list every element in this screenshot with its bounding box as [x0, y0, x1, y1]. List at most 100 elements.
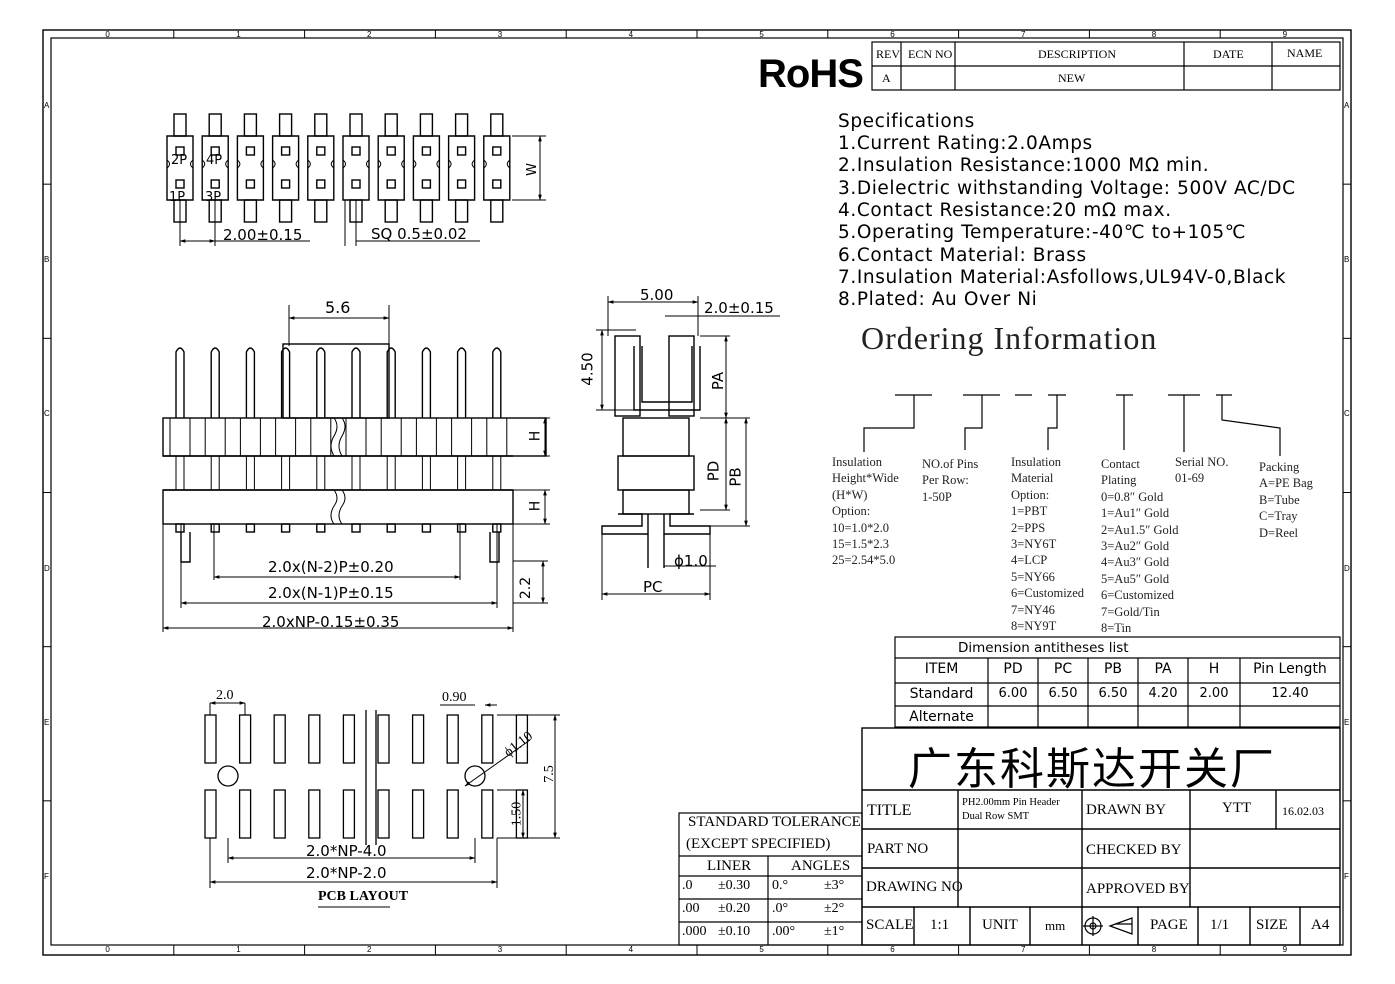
front-pin-housing-line	[310, 418, 332, 456]
frame-col-label-top: 5	[759, 30, 764, 39]
ordering-line: Serial NO.	[1175, 455, 1229, 469]
pcb-layout	[204, 701, 560, 908]
front-pin-foot	[386, 523, 396, 533]
front-pin-housing-line	[169, 418, 191, 456]
pin-square	[421, 179, 432, 189]
pcb-pad-top	[377, 714, 390, 764]
pcb-pad-top	[273, 714, 286, 764]
rev-header: REV	[876, 47, 900, 61]
frame-row-label-left: F	[44, 871, 49, 881]
revision-table	[871, 41, 1341, 91]
pcb-pad-top	[446, 714, 459, 764]
tolerance-title: STANDARD TOLERANCE	[688, 814, 861, 830]
ordering-line: Plating	[1101, 473, 1137, 488]
approved-by-label: APPROVED BY	[1086, 881, 1190, 897]
front-dim-n1: 2.0x(N-1)P±0.15	[268, 584, 394, 602]
frame-col-label-bottom: 8	[1151, 945, 1157, 954]
pcb-pad-length-dimension: 1.50	[509, 801, 525, 827]
pin-tip-bottom	[314, 199, 328, 223]
title-value-line1: PH2.00mm Pin Header	[962, 797, 1060, 808]
ordering-line: 6=Customized	[1101, 588, 1175, 603]
spec-item: 3.Dielectric withstanding Voltage: 500V …	[838, 177, 1296, 199]
front-pin-foot	[456, 523, 467, 533]
pcb-pad-bottom	[446, 789, 459, 839]
pin-tip-top	[419, 113, 434, 137]
frame-row-label-right: F	[1344, 871, 1349, 881]
sq-dimension: SQ 0.5±0.02	[371, 225, 467, 243]
part-no-label: PART NO	[867, 841, 929, 857]
ordering-line: 10=1.0*2.0	[832, 520, 890, 535]
pin-notch	[342, 159, 370, 169]
dimension-table-cell: PA	[1154, 661, 1172, 677]
page-label: PAGE	[1150, 917, 1188, 933]
ordering-line: C=Tray	[1259, 509, 1298, 524]
frame-row-label-right: C	[1344, 409, 1350, 419]
description-header: DESCRIPTION	[1038, 47, 1117, 61]
tolerance-liner-value: ±0.30	[718, 878, 751, 893]
size-value: A4	[1311, 917, 1330, 933]
pin-notch	[377, 159, 405, 169]
side-pitch-dimension: 2.0±0.15	[704, 299, 774, 317]
scale-value: 1:1	[930, 917, 950, 933]
ordering-line: Height*Wide	[832, 471, 899, 486]
dimension-table-cell: 4.20	[1148, 686, 1178, 701]
pin-label-4p: 4P	[206, 153, 223, 168]
pitch-dimension: 2.00±0.15	[223, 226, 303, 244]
pin-square	[456, 146, 467, 156]
pin-housing-cell	[342, 135, 370, 201]
title-label: TITLE	[867, 802, 912, 819]
pin-square	[456, 179, 467, 189]
pin-square	[316, 146, 326, 156]
ordering-heading: Ordering Information	[861, 320, 1158, 356]
frame-col-label-top: 8	[1151, 30, 1157, 39]
pin-housing-cell	[483, 135, 511, 201]
front-pin-upper	[210, 347, 220, 418]
pin-tip-top	[208, 113, 222, 137]
checked-by-label: CHECKED BY	[1086, 842, 1182, 858]
pin-notch	[272, 159, 299, 169]
frame-row-label-left: C	[44, 409, 50, 419]
pcb-pad-top	[238, 714, 252, 764]
pin-notch	[413, 159, 440, 169]
front-view	[162, 305, 550, 632]
ordering-serial: Serial NO.01-69	[1175, 454, 1228, 487]
pin-tip-bottom	[419, 199, 434, 223]
pcb-np4-dimension: 2.0*NP-4.0	[306, 842, 387, 860]
pin-square	[421, 146, 432, 156]
tolerance-angle-decimals: 0.°	[772, 878, 789, 893]
frame-col-label-bottom: 7	[1021, 945, 1026, 954]
pin-tip-top	[314, 113, 328, 137]
date-header: DATE	[1213, 47, 1244, 61]
front-pin-foot	[280, 523, 291, 533]
side-view	[596, 296, 780, 600]
frame-row-label-right: B	[1344, 255, 1350, 265]
frame-col-label-bottom: 2	[367, 945, 372, 954]
pin-square	[245, 179, 256, 189]
tolerance-subtitle: (EXCEPT SPECIFIED)	[686, 836, 831, 852]
pin-tip-top	[384, 113, 398, 137]
ordering-line: Option:	[1011, 487, 1050, 502]
tolerance-angle-value: ±1°	[824, 924, 845, 939]
frame-row-label-right: A	[1344, 101, 1350, 111]
pin-square	[280, 179, 291, 189]
pcb-pad-top	[411, 714, 425, 764]
frame-col-label-top: 7	[1021, 30, 1026, 39]
ordering-line: 2=Au1.5″ Gold	[1101, 522, 1179, 537]
dimension-table-cell: PD	[1003, 661, 1023, 677]
ordering-line: Option:	[832, 504, 871, 519]
ordering-line: 5=NY66	[1011, 569, 1055, 584]
front-dim-np: 2.0xNP-0.15±0.35	[262, 613, 400, 631]
front-pin-middle	[386, 456, 396, 490]
pin-square	[351, 179, 361, 189]
dimension-table-cell: PB	[1103, 661, 1123, 677]
date-value: 16.02.03	[1282, 804, 1324, 818]
front-pin-foot	[351, 523, 361, 533]
frame-col-label-bottom: 6	[890, 945, 895, 954]
dimension-table-cell: 12.40	[1271, 686, 1309, 701]
pcb-pitch-dimension: 2.0	[216, 688, 234, 703]
pcb-pad-bottom	[481, 789, 494, 839]
description-value: NEW	[1058, 71, 1086, 85]
frame-row-label-right: D	[1344, 563, 1350, 573]
pin-tip-bottom	[490, 199, 504, 223]
dimension-table-cell: 2.00	[1199, 686, 1229, 701]
